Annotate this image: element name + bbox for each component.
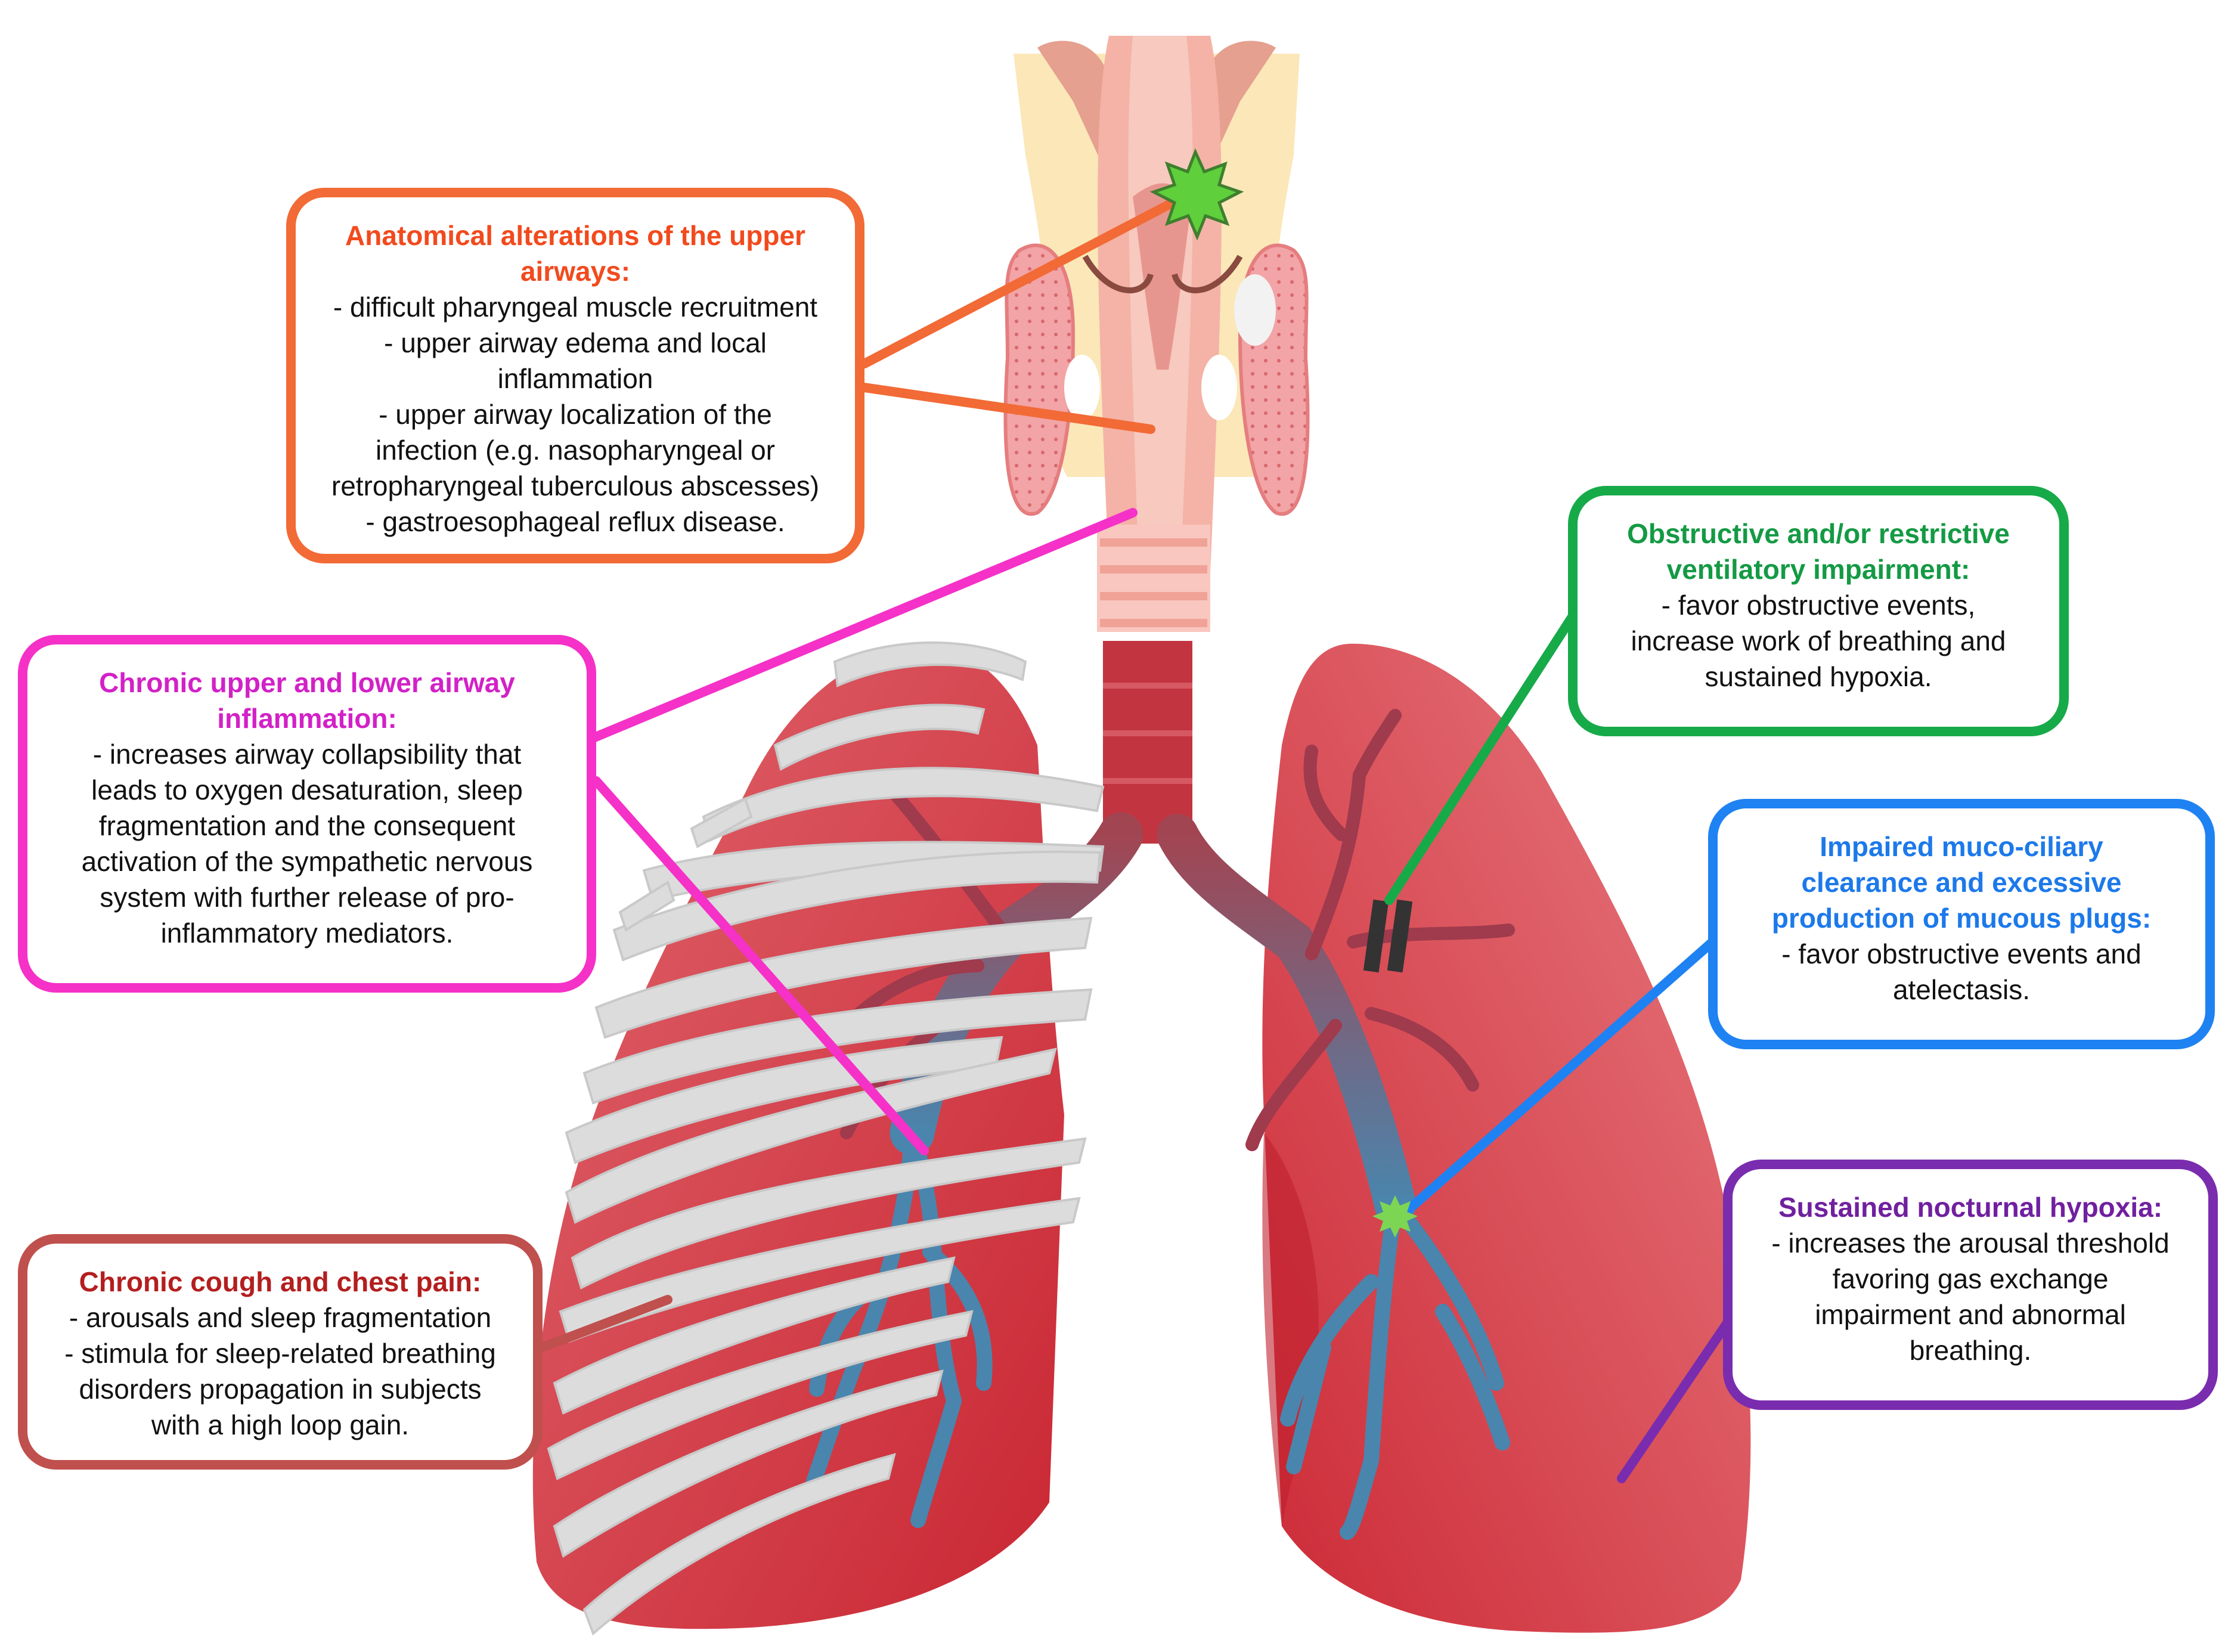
bronchial-star-icon [1372,1195,1418,1238]
anatomical-line: - upper airway edema and local [384,327,767,358]
mucociliary-callout: Impaired muco-ciliary clearance and exce… [1708,799,2215,1049]
cough-line: with a high loop gain. [151,1409,410,1440]
anatomical-line: infection (e.g. nasopharyngeal or [376,435,775,466]
anatomical-leader-line-1 [860,186,1200,368]
mucociliary-title-3: production of mucous plugs: [1771,903,2152,934]
trachea [1103,641,1192,844]
anatomical-line: - upper airway localization of the [379,399,772,430]
inflammation-line: inflammatory mediators. [160,918,454,949]
hypoxia-leader-line [1617,1307,1740,1483]
anatomical-line: inflammation [497,363,653,394]
mucociliary-title: Impaired muco-ciliary [1820,831,2103,862]
ventilatory-leader-line [1384,609,1579,905]
inflammation-leader-line-2 [591,776,929,1155]
hypoxia-line: breathing. [1909,1335,2032,1366]
anatomical-title: Anatomical alterations of the upper [345,220,805,251]
inflammation-callout: Chronic upper and lower airway inflammat… [18,635,596,993]
throat [1003,36,1310,632]
inflammation-leader-line-1 [585,508,1138,744]
cough-title: Chronic cough and chest pain: [79,1266,482,1297]
ventilatory-title: Obstructive and/or restrictive [1627,518,2010,549]
anatomical-line: retropharyngeal tuberculous abscesses) [331,470,820,501]
upper-airway-star-icon [1149,148,1244,241]
mucociliary-leader-line [1396,925,1731,1221]
ventilatory-title-2: ventilatory impairment: [1666,554,1970,585]
hypoxia-line: impairment and abnormal [1815,1299,2126,1330]
cough-line: - stimula for sleep-related breathing [64,1338,496,1369]
hypoxia-line: - increases the arousal threshold [1771,1228,2170,1259]
ventilatory-line: sustained hypoxia. [1705,661,1932,692]
anatomical-title-2: airways: [520,256,631,287]
ventilatory-line: - favor obstructive events, [1661,590,1976,621]
ventilatory-callout: Obstructive and/or restrictive ventilato… [1568,486,2069,736]
ribs [547,641,1105,1636]
inflammation-title-2: inflammation: [217,703,397,734]
cough-callout: Chronic cough and chest pain: - arousals… [18,1234,543,1470]
hypoxia-line: favoring gas exchange [1832,1263,2109,1294]
ventilatory-line: increase work of breathing and [1631,625,2006,656]
anatomical-line: - gastroesophageal reflux disease. [365,506,785,537]
inflammation-title: Chronic upper and lower airway [99,667,515,698]
anatomical-leader-line-2 [860,383,1155,434]
cough-line: - arousals and sleep fragmentation [69,1302,492,1333]
inflammation-line: system with further release of pro- [100,882,515,913]
cough-line: disorders propagation in subjects [79,1374,482,1405]
right-lung [1262,643,1751,1633]
mucociliary-line: atelectasis. [1892,974,2031,1005]
mucociliary-line: - favor obstructive events and [1781,938,2142,969]
anatomical-line: - difficult pharyngeal muscle recruitmen… [333,292,818,323]
hypoxia-callout: Sustained nocturnal hypoxia: - increases… [1723,1160,2218,1410]
inflammation-line: fragmentation and the consequent [98,810,516,841]
hypoxia-title: Sustained nocturnal hypoxia: [1778,1192,2163,1223]
left-thyroid-lobe [1003,243,1076,516]
inflammation-line: activation of the sympathetic nervous [81,846,533,877]
mucociliary-title-2: clearance and excessive [1801,867,2122,898]
inflammation-line: leads to oxygen desaturation, sleep [91,774,523,805]
mucous-plug-marker [1363,899,1389,973]
inflammation-line: - increases airway collapsibility that [92,739,522,770]
cough-leader-line [538,1295,673,1352]
anatomical-callout: Anatomical alterations of the upper airw… [286,188,864,563]
